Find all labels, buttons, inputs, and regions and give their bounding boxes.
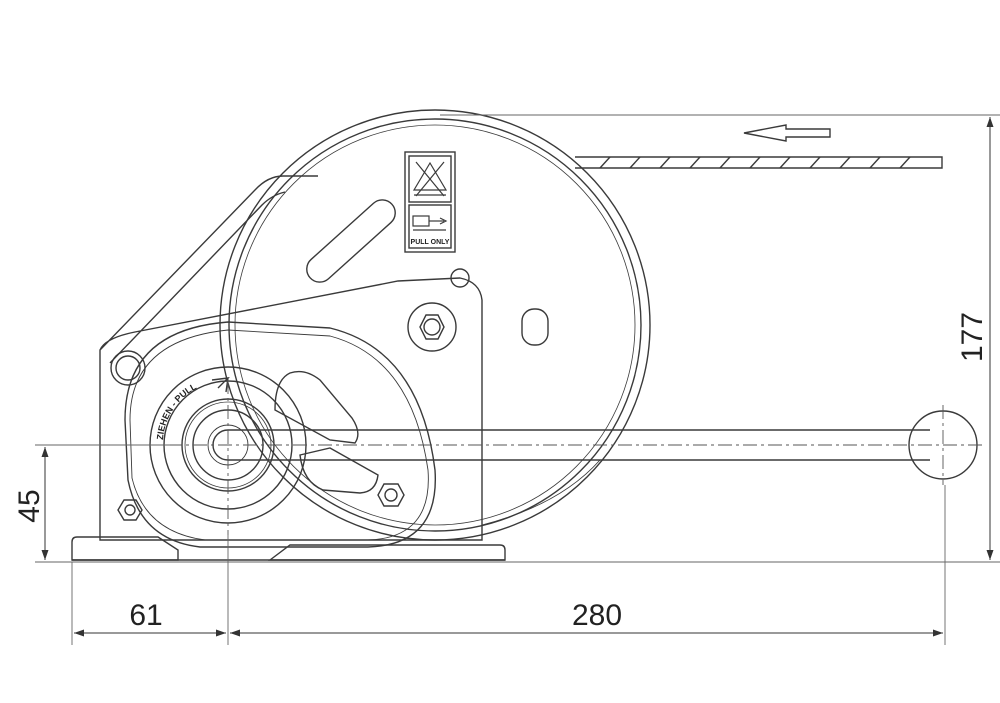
frame-bolt [110, 350, 146, 386]
extension-lines [35, 114, 1000, 645]
direction-arrow-icon [211, 377, 230, 393]
no-lifting-icon [412, 161, 448, 197]
brake-lever [299, 447, 379, 494]
lower-nut [117, 499, 143, 521]
winch-frame [99, 175, 483, 541]
base-foot [71, 536, 506, 561]
dim-overall-height: 177 [956, 312, 989, 362]
warning-label-plate [404, 151, 456, 253]
drum-hole [521, 308, 549, 346]
dim-base-to-axis: 61 [129, 599, 162, 632]
dim-handle-axis-height: 45 [13, 489, 46, 522]
pull-only-label: PULL ONLY [411, 239, 450, 246]
drum-shaft-nut [407, 302, 457, 352]
dim-handle-length: 280 [572, 599, 622, 632]
gear-cover [124, 321, 436, 548]
drum-slot [306, 199, 396, 283]
pull-direction-arrow [743, 124, 831, 142]
side-plate [129, 329, 429, 541]
rope [575, 156, 943, 169]
brake-nut [377, 483, 405, 507]
center-lines [168, 380, 985, 535]
brake-pawl [274, 370, 359, 444]
direction-ring-label: ZIEHEN - PULL [155, 381, 198, 440]
dimension-lines [41, 117, 994, 637]
pull-only-icon [412, 215, 448, 231]
